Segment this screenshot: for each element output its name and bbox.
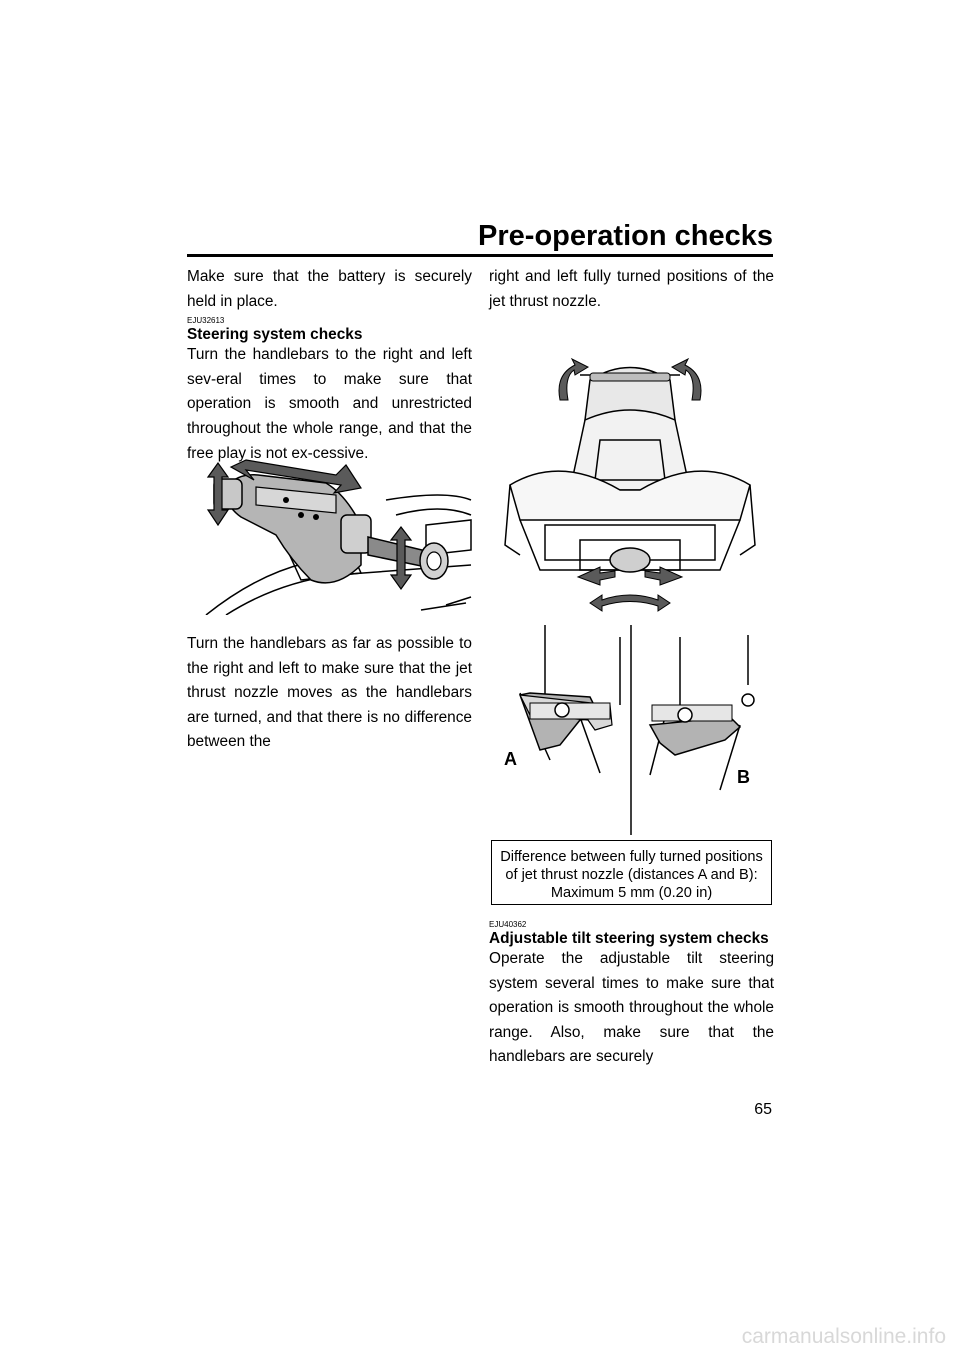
nozzle-distance-diagram: A B [504,625,755,835]
right-column-top: right and left fully turned positions of… [489,265,774,314]
spec-box: Difference between fully turned position… [491,840,772,905]
page-title: Pre-operation checks [478,220,773,252]
watermark: carmanualsonline.info [741,1325,946,1348]
battery-paragraph: Make sure that the battery is securely h… [187,268,472,310]
section-heading: Steering system checks [187,326,363,344]
left-column-bottom: Turn the handlebars as far as possible t… [187,632,472,755]
nozzle-continuation: right and left fully turned positions of… [489,268,774,310]
label-b: B [737,767,750,787]
header-rule [187,254,773,257]
watercraft-rear-illustration [504,357,756,612]
nozzle-paragraph: Turn the handlebars as far as possible t… [187,635,472,751]
spec-line-2: of jet thrust nozzle (distances A and B)… [505,867,758,883]
label-a: A [504,749,517,769]
spec-line-3: Maximum 5 mm (0.20 in) [550,885,713,901]
section-heading-tilt: Adjustable tilt steering system checks [489,930,769,947]
steering-paragraph: Turn the handlebars to the right and lef… [187,346,472,462]
page-number: 65 [754,1101,772,1118]
right-column-bottom: EJU40362 Adjustable tilt steering system… [489,918,774,1070]
tilt-paragraph: Operate the adjustable tilt steering sys… [489,950,774,1066]
section-code: EJU32613 [187,316,225,326]
left-column: Make sure that the battery is securely h… [187,265,472,466]
spec-line-1: Difference between fully turned position… [500,849,763,865]
handlebar-illustration [205,459,472,615]
section-code-tilt: EJU40362 [489,920,527,929]
